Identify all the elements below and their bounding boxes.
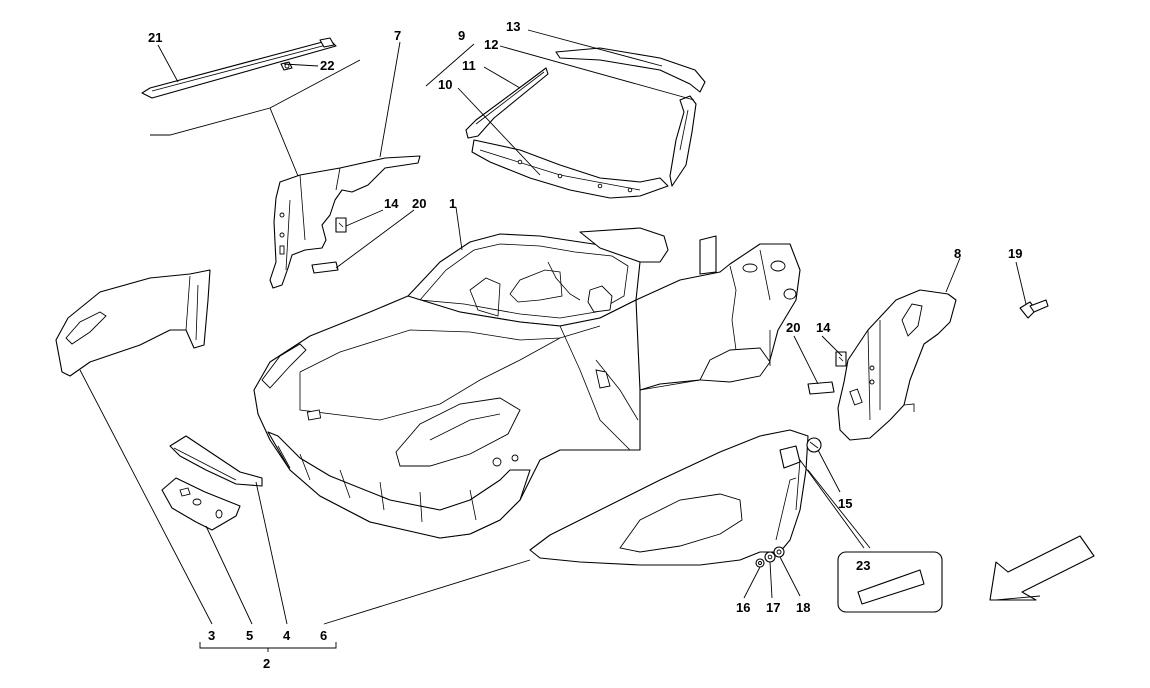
callout-20-right: 20 (786, 320, 800, 335)
callout-10: 10 (438, 77, 452, 92)
part-12-side-trim (669, 95, 697, 187)
callout-labels: 21 22 7 9 13 12 11 10 14 20 1 8 19 20 14… (148, 19, 1022, 671)
callout-14-right: 14 (816, 320, 831, 335)
part-17-washer (764, 551, 776, 563)
part-15-fuel-cap (806, 437, 822, 453)
part-6-side-skirt (529, 429, 809, 566)
callout-11: 11 (462, 58, 476, 73)
callout-3: 3 (208, 628, 215, 643)
callout-22: 22 (320, 58, 334, 73)
callout-7: 7 (394, 28, 401, 43)
callout-14-left: 14 (384, 196, 399, 211)
callout-5: 5 (246, 628, 253, 643)
callout-13: 13 (506, 19, 520, 34)
part-3-front-fender (55, 269, 211, 377)
front-direction-arrow (989, 535, 1095, 601)
part-14-pad-right (835, 351, 847, 367)
part-20-pad-left (311, 261, 339, 274)
callout-18: 18 (796, 600, 810, 615)
part-19-bolt (1019, 299, 1049, 319)
part-13-header-trim (555, 47, 706, 93)
callout-9: 9 (458, 28, 465, 43)
callout-17: 17 (766, 600, 780, 615)
part-7-inner-panel (269, 155, 421, 289)
callout-21: 21 (148, 30, 162, 45)
callout-1: 1 (449, 196, 456, 211)
part-4-crossmember-upper (169, 435, 263, 487)
callout-2: 2 (263, 656, 270, 671)
callout-8: 8 (954, 246, 961, 261)
callout-19: 19 (1008, 246, 1022, 261)
part-11-a-pillar-trim (465, 67, 549, 139)
part-18-nut (773, 546, 785, 558)
part-16-washer (755, 558, 765, 568)
callout-6: 6 (320, 628, 327, 643)
part-22-clip (280, 61, 293, 71)
part-5-crossmember-lower (161, 477, 241, 531)
part-8-rear-inner-fender (837, 289, 957, 441)
callout-16: 16 (736, 600, 750, 615)
part-20-pad-right (807, 381, 835, 395)
part-14-pad-left (335, 217, 347, 233)
part-1-body-shell (253, 227, 801, 539)
callout-23: 23 (856, 558, 870, 573)
part-23-badge-inset: SCUDERIA (837, 551, 943, 613)
part-21-roof-strip (141, 37, 337, 99)
part-10-windscreen-lower-frame (471, 139, 669, 199)
callout-4: 4 (283, 628, 291, 643)
callout-20-left: 20 (412, 196, 426, 211)
leader-lines (79, 29, 1027, 652)
callout-15: 15 (838, 496, 852, 511)
callout-12: 12 (484, 37, 498, 52)
